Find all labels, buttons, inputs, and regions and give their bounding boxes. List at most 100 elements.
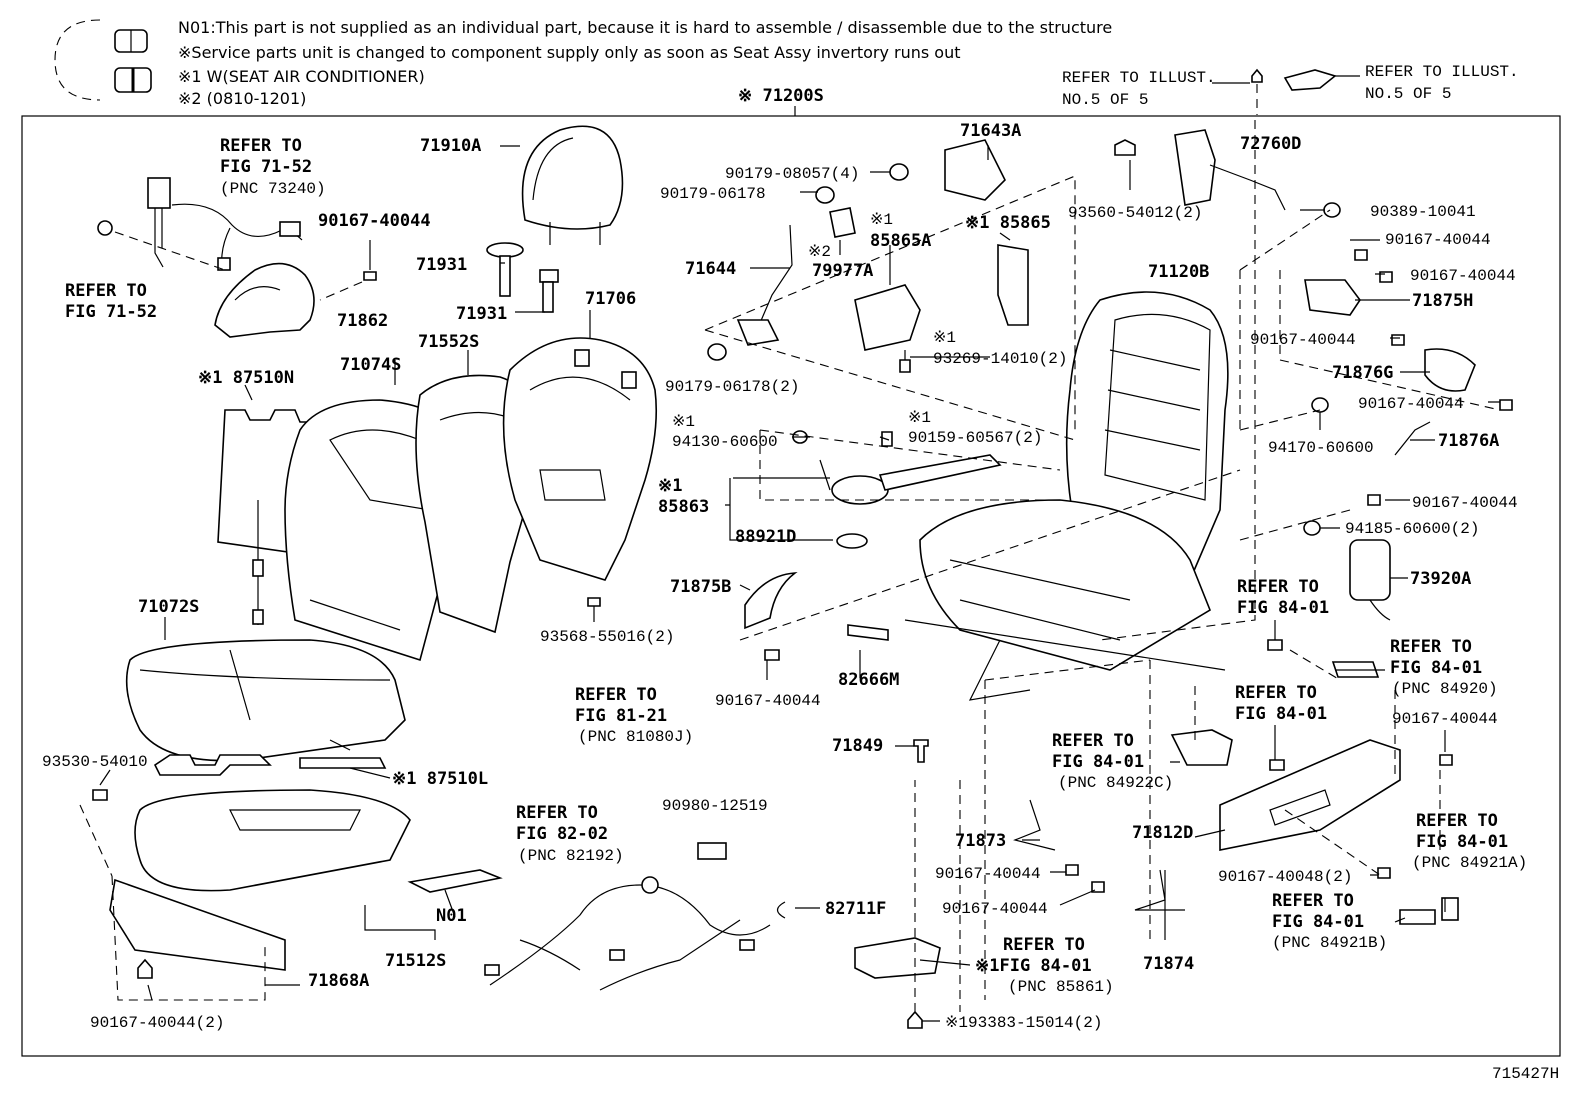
top-ref-right-a: REFER TO ILLUST. (1365, 63, 1519, 81)
knob-84921A (1441, 897, 1459, 921)
part-labels: REFER TO FIG 71-52 (PNC 73240) 90167-400… (42, 121, 1527, 1032)
label-fig-84-01-ecu: ※1FIG 84-01 (975, 956, 1092, 976)
dashed-guides (704, 120, 1501, 1000)
bolt-90167-k (1091, 881, 1105, 893)
label-85865A: 85865A (870, 231, 931, 251)
assembly-label: ※ 71200S (738, 86, 824, 106)
bracket-71875B (744, 572, 798, 630)
label-pnc-84921B: (PNC 84921B) (1272, 934, 1387, 952)
screw-93383 (907, 1010, 923, 1029)
seat-frame-71120B (904, 291, 1229, 701)
label-pnc-85861: (PNC 85861) (1008, 978, 1114, 996)
bolt-93568 (587, 597, 601, 622)
bolt-90167-f (1391, 334, 1405, 346)
label-90179-08057: 90179-08057(4) (725, 165, 859, 183)
label-fig-84-01-b: FIG 84-01 (1390, 658, 1482, 678)
bracket-72760D (1174, 129, 1286, 211)
label-71862: 71862 (337, 311, 388, 331)
label-94130-60600: 94130-60600 (672, 433, 778, 451)
label-90167-40044-c: 90167-40044 (1385, 231, 1491, 249)
label-71876G: 71876G (1332, 363, 1393, 383)
top-bolt (1251, 68, 1263, 115)
label-90179-06178-2: 90179-06178(2) (665, 378, 799, 396)
label-71931-b: 71931 (456, 304, 507, 324)
label-90167-40048: 90167-40048(2) (1218, 868, 1352, 886)
label-note1-d: ※1 (908, 409, 931, 427)
label-fig-84-01-a: FIG 84-01 (1237, 598, 1329, 618)
label-fig-82-02: FIG 82-02 (516, 824, 608, 844)
label-71874: 71874 (1143, 954, 1194, 974)
cushion-pad-71512S (134, 789, 411, 892)
label-90167-40044-h: 90167-40044 (1392, 710, 1498, 728)
nut-94185 (1303, 520, 1321, 536)
top-ref-left-b: NO.5 OF 5 (1062, 91, 1148, 109)
label-fig-71-52-a: FIG 71-52 (220, 157, 312, 177)
label-93568-55016: 93568-55016(2) (540, 628, 674, 646)
label-71873: 71873 (955, 831, 1006, 851)
label-90167-40044-i: 90167-40044 (935, 865, 1041, 883)
label-fig-81-21: FIG 81-21 (575, 706, 667, 726)
headrest-guide-2 (539, 269, 559, 313)
bolt-90167-48 (1377, 867, 1391, 879)
label-71072S: 71072S (138, 597, 199, 617)
bolt-93560 (1114, 139, 1136, 156)
wire-harness (484, 876, 771, 991)
switch-84922C (1170, 729, 1233, 766)
label-refer-82-02: REFER TO (516, 803, 598, 823)
connector-90980 (697, 842, 727, 860)
cushion-shield-71868A (109, 878, 286, 971)
label-71868A: 71868A (308, 971, 369, 991)
label-71552S: 71552S (418, 332, 479, 352)
knob-84921B (1399, 909, 1436, 925)
leader-lines (99, 145, 1500, 1022)
seat-belt-buckle (147, 177, 303, 271)
label-71875B: 71875B (670, 577, 731, 597)
label-fig-84-01-f: FIG 84-01 (1272, 912, 1364, 932)
motor-85863 (819, 454, 1002, 505)
bolt-90167-a (363, 240, 377, 281)
label-90167-40044-j: 90167-40044 (942, 900, 1048, 918)
bolt-90167-b (137, 958, 153, 979)
legend-note1: ※1 W(SEAT AIR CONDITIONER) (178, 67, 425, 86)
bolt-90167-g (1499, 399, 1513, 411)
label-90167-40044-e: 90167-40044 (1250, 331, 1356, 349)
label-71876A: 71876A (1438, 431, 1499, 451)
label-refer-84-01-d: REFER TO (1052, 731, 1134, 751)
cushion-cover-71072S (125, 639, 406, 762)
label-71875H: 71875H (1412, 291, 1473, 311)
label-90167-40044-g: 90167-40044 (1412, 494, 1518, 512)
label-pnc-73240: (PNC 73240) (220, 180, 326, 198)
label-79977A: 79977A (812, 261, 873, 281)
legend-n01: N01:This part is not supplied as an indi… (178, 18, 1112, 37)
label-refer-71-52-a: REFER TO (220, 136, 302, 156)
bracket-71643A (944, 139, 1006, 201)
label-71512S: 71512S (385, 951, 446, 971)
label-refer-84-01-e: REFER TO (1416, 811, 1498, 831)
label-88921D: 88921D (735, 527, 796, 547)
label-90167-40044-b: 90167-40044 (715, 692, 821, 710)
label-93269-14010: 93269-14010(2) (933, 350, 1067, 368)
label-90159-60567: 90159-60567(2) (908, 429, 1042, 447)
clip-82711F (776, 901, 786, 919)
label-refer-84-01-b: REFER TO (1390, 637, 1472, 657)
bolt-90167-h (1367, 494, 1381, 506)
label-71644: 71644 (685, 259, 736, 279)
label-refer-71-52-b: REFER TO (65, 281, 147, 301)
label-93383-15014: ※193383-15014(2) (945, 1014, 1102, 1032)
shield-71812D (1219, 739, 1401, 851)
label-71910A: 71910A (420, 136, 481, 156)
top-ref-right-b: NO.5 OF 5 (1365, 85, 1451, 103)
label-87510L: ※1 87510L (392, 769, 488, 789)
label-note1-c: ※1 (672, 413, 695, 431)
label-90980-12519: 90980-12519 (662, 797, 768, 815)
label-85863: 85863 (658, 497, 709, 517)
grommet-88921D (836, 533, 868, 549)
bracket-82666M (847, 624, 889, 641)
bolt-93530 (92, 789, 108, 801)
label-90167-40044-f: 90167-40044 (1358, 395, 1464, 413)
bracket-71874 (1134, 869, 1185, 911)
label-note2: ※2 (808, 243, 831, 261)
label-93560-54012: 93560-54012(2) (1068, 204, 1202, 222)
label-82666M: 82666M (838, 670, 899, 690)
